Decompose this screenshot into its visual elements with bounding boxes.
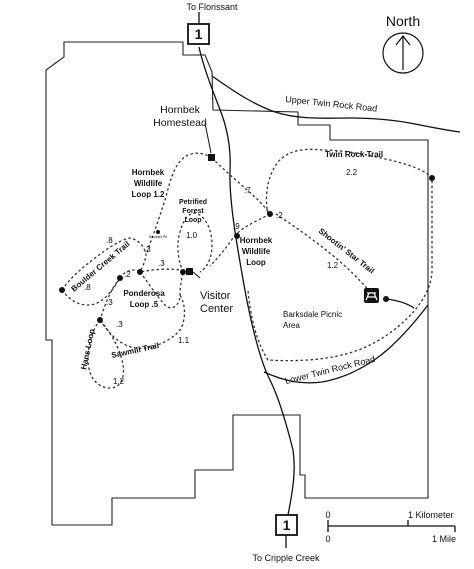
- shootin-star-trail-label: Shootin' Star Trail: [317, 226, 376, 275]
- scale-km-label: 1 Kilometer: [408, 510, 454, 520]
- petrified-forest-label-a: Petrified: [179, 199, 207, 206]
- ponderosa-label-b: Loop .5: [130, 300, 159, 309]
- homestead-building-icon: [208, 154, 215, 161]
- highway-shield-icon: 1: [187, 23, 210, 45]
- twin-rock-east-node: [429, 175, 435, 181]
- wildlife-loop-label-b: Wildlife: [242, 247, 271, 256]
- wildlife-loop-east: [209, 213, 271, 267]
- pond-junction-node: [117, 275, 123, 281]
- highway-shield-icon: 1: [275, 514, 298, 536]
- visitor-center-label-b: Center: [200, 303, 233, 315]
- dist-junction-north: .2: [276, 211, 283, 220]
- visitor-center-label-a: Visitor: [200, 290, 231, 302]
- boulder-creek-west-node: [59, 287, 65, 293]
- hans-loop-label: Hans Loop: [79, 328, 96, 370]
- wildlife-loop-node: [234, 233, 240, 239]
- to-florissant-label: To Florissant: [186, 2, 238, 12]
- north-label: North: [386, 13, 420, 29]
- highway-number-top: 1: [195, 26, 203, 42]
- upper-twin-rock-road: [211, 75, 461, 133]
- dist-shootin-star: 1.2: [327, 261, 339, 270]
- hornbek-homestead-label-2: Homestead: [153, 117, 207, 129]
- twin-rock-trail-path: [247, 148, 433, 362]
- barksdale-label-a: Barksdale Picnic: [283, 310, 342, 319]
- wildlife-loop-label-a: Hornbek: [240, 236, 273, 245]
- scale-zero-bottom: 0: [325, 534, 330, 544]
- wildlife-loop-12-label-c: Loop 1.2: [132, 190, 165, 199]
- wildlife-loop-north: [145, 152, 213, 256]
- highway-number-bottom: 1: [283, 517, 291, 533]
- to-cripple-creek-label: To Cripple Creek: [252, 553, 320, 563]
- wildlife-loop-label-c: Loop: [246, 258, 266, 267]
- north-arrow-icon: [382, 32, 424, 74]
- hans-junction-node: [97, 317, 103, 323]
- scale-mile-label: 1 Mile: [432, 534, 456, 544]
- boulder-creek-trail-path: [61, 237, 147, 306]
- dist-ponderosa-mid: .3: [158, 259, 165, 268]
- sawmill-trail-path: [99, 294, 186, 349]
- dist-wildlife-junction: .9: [233, 222, 240, 231]
- wildlife-loop-12-label-a: Hornbek: [132, 168, 165, 177]
- hans-loop-path: [87, 319, 125, 389]
- petrified-forest-label-b: Forest: [182, 208, 204, 215]
- barksdale-label-b: Area: [283, 321, 300, 330]
- ponderosa-node: [137, 269, 143, 275]
- dist-hans-lower: .3: [116, 320, 123, 329]
- barksdale-node: [383, 296, 389, 302]
- wildlife-loop-12-label-b: Wildlife: [134, 179, 163, 188]
- petrified-forest-label-c: Loop: [184, 217, 201, 224]
- homestead-pointer: [204, 122, 212, 154]
- dist-ponderosa-west: .3: [144, 245, 151, 254]
- visitor-center-building-icon: [186, 268, 193, 275]
- dist-homestead-spur: .7: [244, 186, 251, 195]
- shootin-star-trail-path: [275, 213, 373, 295]
- scale-zero-top: 0: [325, 510, 330, 520]
- scudder-pit-label: Scudder Pit: [149, 235, 167, 239]
- petrified-forest-loop-path: [177, 212, 213, 273]
- lower-twin-rock-road-label: Lower Twin Rock Road: [284, 354, 376, 386]
- dist-twin-rock: 2.2: [346, 168, 358, 177]
- ponderosa-label-a: Ponderosa: [123, 289, 165, 298]
- dist-hans-upper: .3: [106, 298, 113, 307]
- park-boundary: [45, 41, 429, 526]
- lower-twin-rock-road: [263, 304, 429, 384]
- sawmill-trail-label: Sawmill Trail: [111, 341, 160, 360]
- dist-sawmill: 1.1: [178, 336, 190, 345]
- picnic-table-icon: [364, 288, 379, 303]
- dist-petrified-forest: 1.0: [186, 231, 198, 240]
- twin-rock-trail-label: Twin Rock Trail: [325, 150, 383, 159]
- scudder-pit-node: [156, 230, 160, 234]
- visitor-junction-node: [180, 269, 186, 275]
- homestead-spur-trail: [211, 157, 271, 215]
- dist-pond-junction: .2: [124, 270, 131, 279]
- north-junction-node: [267, 211, 273, 217]
- barksdale-spur-road: [385, 298, 415, 309]
- visitor-center-pointer: [192, 271, 201, 279]
- dist-hans-loop: 1.2: [113, 377, 125, 386]
- dist-boulder-creek-lower: .8: [84, 283, 91, 292]
- upper-twin-rock-road-label: Upper Twin Rock Road: [285, 94, 378, 114]
- hornbek-homestead-label-1: Hornbek: [160, 104, 200, 116]
- scale-bar: [327, 520, 456, 532]
- boulder-creek-trail-label: Boulder Creek Trail: [70, 239, 132, 293]
- dist-boulder-creek-upper: .8: [106, 236, 113, 245]
